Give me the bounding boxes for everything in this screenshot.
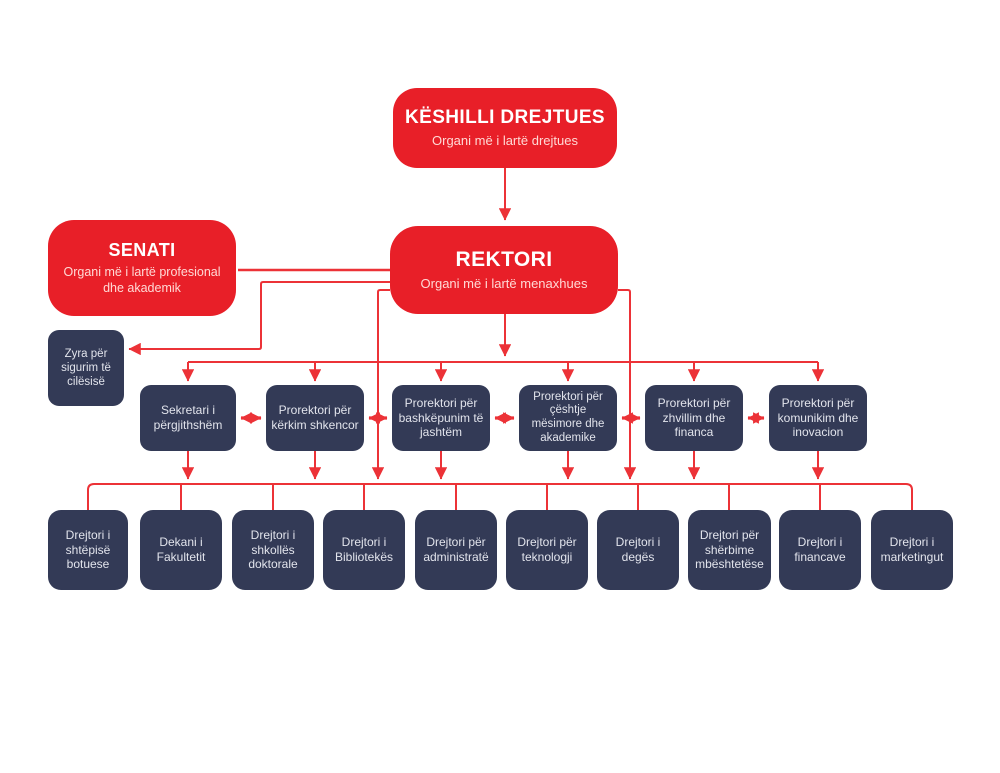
- node-label: Prorektori për bashkëpunim të jashtëm: [398, 396, 484, 440]
- node-label: Drejtori i marketingut: [880, 535, 944, 564]
- node-zyra-cilesise: Zyra për sigurim të cilësisë: [48, 330, 124, 406]
- node-label: Prorektori për kërkim shkencor: [271, 403, 359, 432]
- node-drejtori-teknologji: Drejtori për teknologji: [506, 510, 588, 590]
- node-drejtori-deges: Drejtori i degës: [597, 510, 679, 590]
- node-label: Drejtori i shtëpisë botuese: [65, 528, 111, 572]
- rektori-title: REKTORI: [455, 247, 553, 271]
- zyra-label: Zyra për sigurim të cilësisë: [61, 347, 111, 388]
- node-label: Drejtori i shkollës doktorale: [248, 528, 298, 572]
- node-label: Prorektori për çështje mësimore dhe akad…: [531, 390, 605, 444]
- node-rektori: REKTORI Organi më i lartë menaxhues: [390, 226, 618, 314]
- keshilli-title: KËSHILLI DREJTUES: [405, 106, 605, 128]
- edge-rektori-left-bypass: [371, 289, 390, 480]
- node-drejtori-marketingut: Drejtori i marketingut: [871, 510, 953, 590]
- node-label: Drejtori i degës: [615, 535, 661, 564]
- rektori-subtitle: Organi më i lartë menaxhues: [420, 275, 588, 291]
- senati-subtitle: Organi më i lartë profesional dhe akadem…: [63, 264, 221, 295]
- node-label: Prorektori për komunikim dhe inovacion: [777, 396, 859, 440]
- node-drejtori-shtepise-botuese: Drejtori i shtëpisë botuese: [48, 510, 128, 590]
- node-prorektori-bashkepunim-jashtem: Prorektori për bashkëpunim të jashtëm: [392, 385, 490, 451]
- node-label: Drejtori i financave: [794, 535, 846, 564]
- node-label: Drejtori për teknologji: [517, 535, 577, 564]
- node-sekretari-pergjithshem: Sekretari i përgjithshëm: [140, 385, 236, 451]
- node-label: Drejtori për administratë: [423, 535, 489, 564]
- node-prorektori-komunikim-inovacion: Prorektori për komunikim dhe inovacion: [769, 385, 867, 451]
- node-prorektori-kerkim-shkencor: Prorektori për kërkim shkencor: [266, 385, 364, 451]
- node-label: Sekretari i përgjithshëm: [153, 403, 223, 432]
- node-drejtori-shkolles-doktorale: Drejtori i shkollës doktorale: [232, 510, 314, 590]
- senati-title: SENATI: [108, 239, 176, 260]
- edge-rektori-zyra: [128, 281, 390, 356]
- edge-rektori-right-bypass: [618, 289, 637, 480]
- node-prorektori-zhvillim-financa: Prorektori për zhvillim dhe financa: [645, 385, 743, 451]
- node-label: Dekani i Fakultetit: [156, 535, 206, 564]
- node-keshilli-drejtues: KËSHILLI DREJTUES Organi më i lartë drej…: [393, 88, 617, 168]
- node-drejtori-sherbime-mbeshtetese: Drejtori për shërbime mbështetëse: [688, 510, 771, 590]
- bottom-bus: [87, 483, 913, 510]
- node-label: Drejtori për shërbime mbështetëse: [695, 528, 764, 572]
- node-dekani-fakultetit: Dekani i Fakultetit: [140, 510, 222, 590]
- node-senati: SENATI Organi më i lartë profesional dhe…: [48, 220, 236, 316]
- node-drejtori-bibliotekes: Drejtori i Bibliotekës: [323, 510, 405, 590]
- node-label: Drejtori i Bibliotekës: [334, 535, 394, 564]
- node-drejtori-administrate: Drejtori për administratë: [415, 510, 497, 590]
- node-label: Prorektori për zhvillim dhe financa: [657, 396, 731, 440]
- keshilli-subtitle: Organi më i lartë drejtues: [432, 132, 578, 148]
- node-drejtori-financave: Drejtori i financave: [779, 510, 861, 590]
- node-prorektori-ceshtje-mesimore: Prorektori për çështje mësimore dhe akad…: [519, 385, 617, 451]
